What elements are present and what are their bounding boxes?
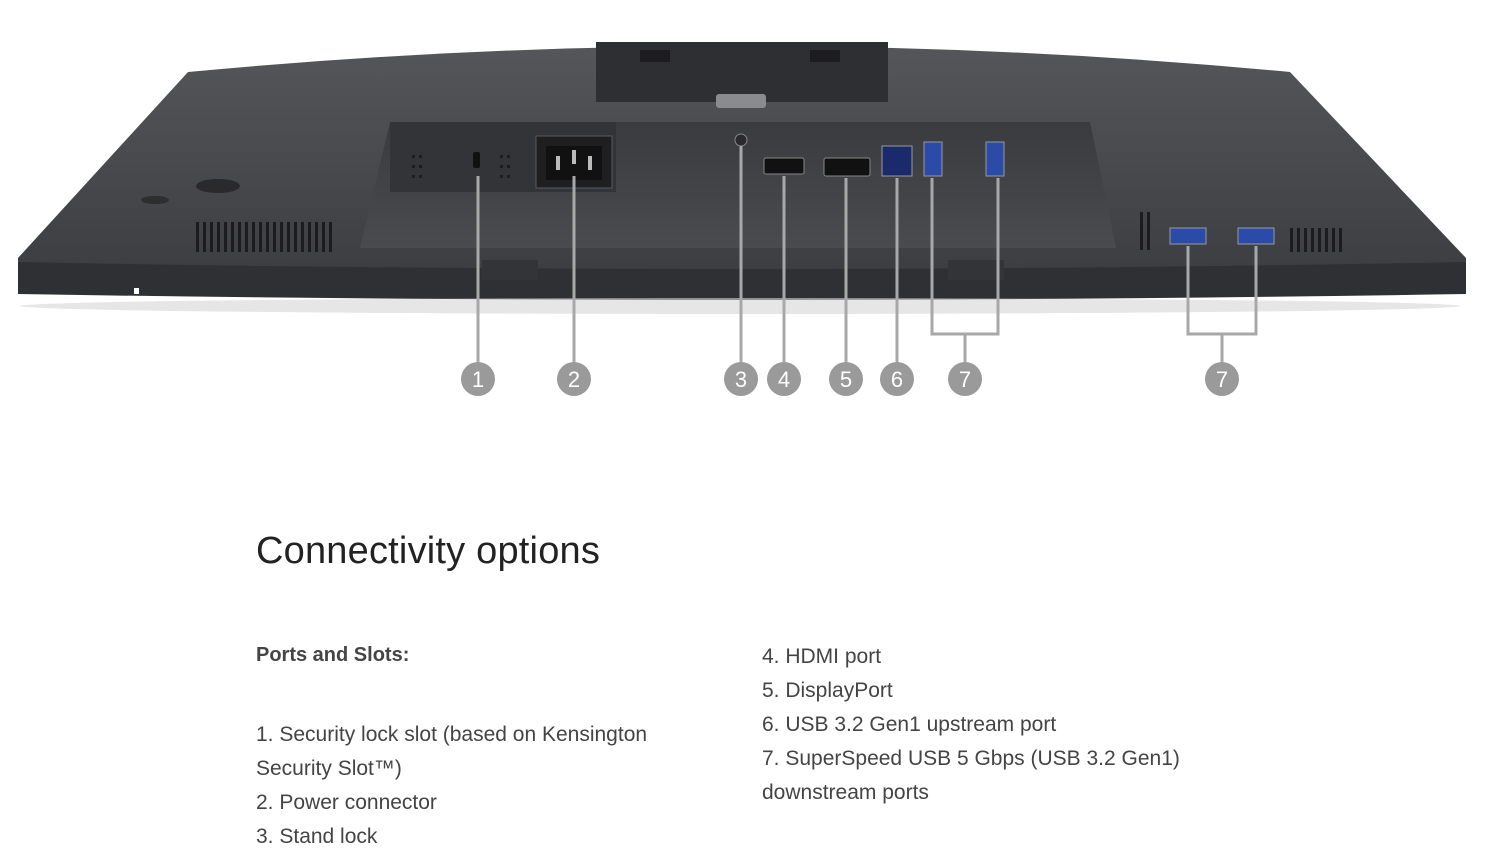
usb-downstream-port-3: [1169, 227, 1207, 245]
rear-button: [196, 179, 240, 193]
ports-heading: Ports and Slots:: [256, 644, 410, 666]
svg-text:1: 1: [472, 367, 484, 392]
stand-lock: [734, 133, 748, 147]
callout-5: 5: [829, 362, 863, 396]
ports-list-right: 4. HDMI port 5. DisplayPort 6. USB 3.2 G…: [762, 640, 1232, 810]
callout-7b: 7: [1205, 362, 1239, 396]
list-item: 7. SuperSpeed USB 5 Gbps (USB 3.2 Gen1): [762, 747, 1180, 770]
left-vent: [196, 222, 332, 252]
callout-circle: [829, 362, 863, 396]
list-item: 6. USB 3.2 Gen1 upstream port: [762, 713, 1057, 736]
svg-text:3: 3: [735, 367, 747, 392]
list-item: downstream ports: [762, 781, 929, 804]
list-item: 4. HDMI port: [762, 645, 882, 668]
svg-text:5: 5: [840, 367, 852, 392]
leader-lines: [476, 146, 1258, 364]
list-item: 3. Stand lock: [256, 825, 378, 848]
callout-2: 2: [557, 362, 591, 396]
list-item: 5. DisplayPort: [762, 679, 893, 702]
callout-circle: [1205, 362, 1239, 396]
callout-circle: [557, 362, 591, 396]
callout-4: 4: [767, 362, 801, 396]
svg-text:2: 2: [568, 367, 580, 392]
callout-circle: [880, 362, 914, 396]
usb-upstream-port: [881, 145, 913, 177]
svg-text:6: 6: [891, 367, 903, 392]
hdmi-port: [763, 157, 805, 175]
callout-circle: [948, 362, 982, 396]
list-item: 1. Security lock slot (based on Kensingt…: [256, 723, 648, 746]
callout-circle: [724, 362, 758, 396]
list-item: Security Slot™): [256, 757, 402, 780]
callout-6: 6: [880, 362, 914, 396]
right-vent: [1140, 212, 1342, 252]
security-lock-slot: [473, 152, 480, 168]
list-item: 2. Power connector: [256, 791, 437, 814]
usb-downstream-port-1: [923, 141, 943, 177]
monitor-rear-illustration: 1 2 3 4 5 6 7 7: [18, 42, 1466, 396]
displayport-port: [823, 157, 871, 177]
callout-1: 1: [461, 362, 495, 396]
ports-list-left: 1. Security lock slot (based on Kensingt…: [256, 718, 696, 854]
svg-text:4: 4: [778, 367, 790, 392]
callout-circle: [767, 362, 801, 396]
usb-downstream-port-4: [1237, 227, 1275, 245]
section-title: Connectivity options: [256, 530, 601, 572]
stand-mount: [596, 42, 888, 102]
svg-text:7: 7: [1216, 367, 1228, 392]
usb-downstream-port-2: [985, 141, 1005, 177]
callout-3: 3: [724, 362, 758, 396]
callout-7a: 7: [948, 362, 982, 396]
svg-text:7: 7: [959, 367, 971, 392]
callout-circle: [461, 362, 495, 396]
